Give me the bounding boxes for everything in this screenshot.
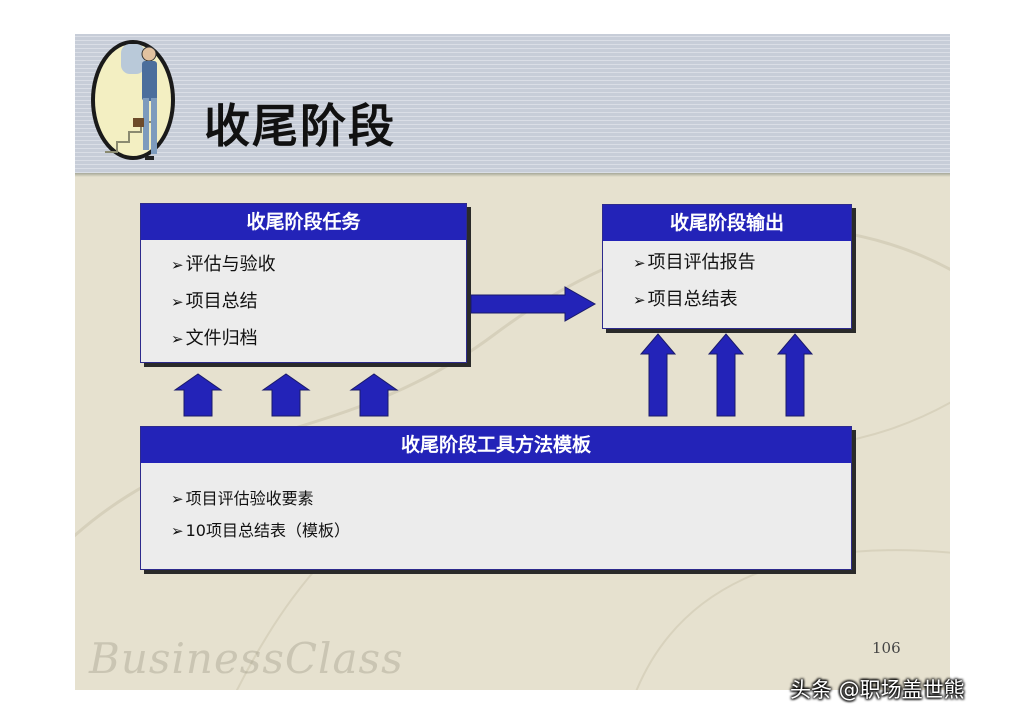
list-item-text: 文件归档 — [185, 328, 258, 349]
page-number: 106 — [872, 639, 901, 657]
list-item-text: 项目总结表 — [647, 289, 738, 310]
output-box: 收尾阶段输出 ➢项目评估报告 ➢项目总结表 — [602, 204, 852, 329]
bullet-arrow-icon: ➢ — [171, 256, 184, 274]
list-item-text: 评估与验收 — [185, 254, 276, 275]
bullet-arrow-icon: ➢ — [171, 522, 184, 540]
tools-box: 收尾阶段工具方法模板 ➢项目评估验收要素 ➢10项目总结表（模板） — [140, 426, 852, 570]
list-item-text: 10项目总结表（模板） — [185, 521, 350, 540]
list-item: ➢项目评估报告 — [603, 244, 851, 281]
bullet-arrow-icon: ➢ — [171, 330, 184, 348]
bullet-arrow-icon: ➢ — [633, 291, 646, 309]
bullet-arrow-icon: ➢ — [633, 254, 646, 272]
right-arrow-icon — [470, 286, 597, 322]
up-arrow-icon — [261, 373, 311, 417]
list-item: ➢项目评估验收要素 — [141, 483, 851, 515]
tasks-box-header: 收尾阶段任务 — [141, 204, 466, 240]
up-arrow-icon — [639, 333, 677, 417]
bullet-arrow-icon: ➢ — [171, 490, 184, 508]
up-arrow-icon — [707, 333, 745, 417]
header-divider — [75, 173, 950, 177]
watermark-text: BusinessClass — [89, 634, 404, 683]
slide: 收尾阶段 收尾阶段任务 ➢评估与验收 ➢项目总结 ➢文件归档 收尾阶段输出 ➢项… — [75, 34, 950, 690]
list-item: ➢评估与验收 — [141, 246, 466, 283]
list-item-text: 项目总结 — [185, 291, 258, 312]
list-item: ➢项目总结 — [141, 283, 466, 320]
slide-header-band — [75, 34, 950, 173]
list-item: ➢项目总结表 — [603, 281, 851, 318]
source-credit: 头条 @职场盖世熊 — [790, 678, 965, 702]
up-arrow-icon — [776, 333, 814, 417]
list-item: ➢文件归档 — [141, 320, 466, 357]
tasks-list: ➢评估与验收 ➢项目总结 ➢文件归档 — [141, 240, 466, 357]
up-arrow-icon — [173, 373, 223, 417]
tools-list: ➢项目评估验收要素 ➢10项目总结表（模板） — [141, 463, 851, 547]
output-box-header: 收尾阶段输出 — [603, 205, 851, 241]
tasks-box: 收尾阶段任务 ➢评估与验收 ➢项目总结 ➢文件归档 — [140, 203, 467, 363]
businessman-on-stairs-icon — [91, 40, 175, 160]
list-item: ➢10项目总结表（模板） — [141, 515, 851, 547]
slide-title: 收尾阶段 — [204, 99, 396, 153]
bullet-arrow-icon: ➢ — [171, 293, 184, 311]
list-item-text: 项目评估验收要素 — [185, 489, 314, 508]
tools-box-header: 收尾阶段工具方法模板 — [141, 427, 851, 463]
output-list: ➢项目评估报告 ➢项目总结表 — [603, 241, 851, 318]
up-arrow-icon — [349, 373, 399, 417]
list-item-text: 项目评估报告 — [647, 252, 756, 273]
flow-arrows — [173, 286, 814, 417]
